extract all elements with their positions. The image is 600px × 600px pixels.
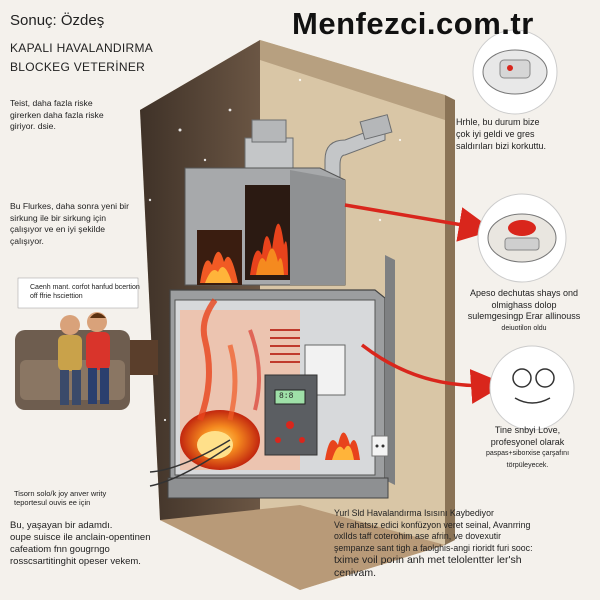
left-note-4: Bu, yaşayan bir adamdı. oupe suisce ile … — [10, 520, 151, 567]
left-note-1: Teist, daha fazla riske girerken daha fa… — [10, 98, 104, 131]
couch-scene — [15, 277, 158, 410]
page-subtitle-line1: KAPALI HAVALANDIRMA — [10, 41, 154, 55]
left-note-3: Tisorn solo/k joy anver writy teportesul… — [14, 489, 107, 507]
furnace-cabinet — [149, 255, 395, 499]
bottom-summary: Yurl Sld Havalandırma Isısını Kaybediyor… — [334, 508, 533, 579]
furnace-plenum — [184, 167, 346, 286]
page-title: Sonuç: Özdeş — [10, 12, 105, 29]
couch-caption: Caenh mant. corfot hanfud bcertion off f… — [30, 284, 140, 300]
right-note-co: Apeso dechutas shays ond olmighass dolop… — [467, 288, 581, 332]
thermostat-icon — [489, 345, 575, 431]
person-figure-icon — [58, 315, 82, 405]
control-panel-readout: 8:8 — [279, 392, 294, 401]
warning-arrows — [344, 203, 506, 404]
left-note-2: Bu Flurkes, daha sonra yeni bir sirkung … — [10, 201, 129, 246]
outlet-icon — [371, 435, 389, 457]
right-note-smoke: Hrhle, bu durum bize çok iyi geldi ve gr… — [456, 117, 547, 151]
right-note-thermostat: Tine snbyi Love, profesyonel olarak pasp… — [485, 425, 570, 469]
smoke-detector-icon — [472, 29, 558, 115]
brand-logo: Menfezci.com.tr — [292, 6, 534, 41]
co-detector-icon — [477, 193, 567, 283]
page-subtitle-line2: BLOCKEG VETERİNER — [10, 60, 146, 74]
